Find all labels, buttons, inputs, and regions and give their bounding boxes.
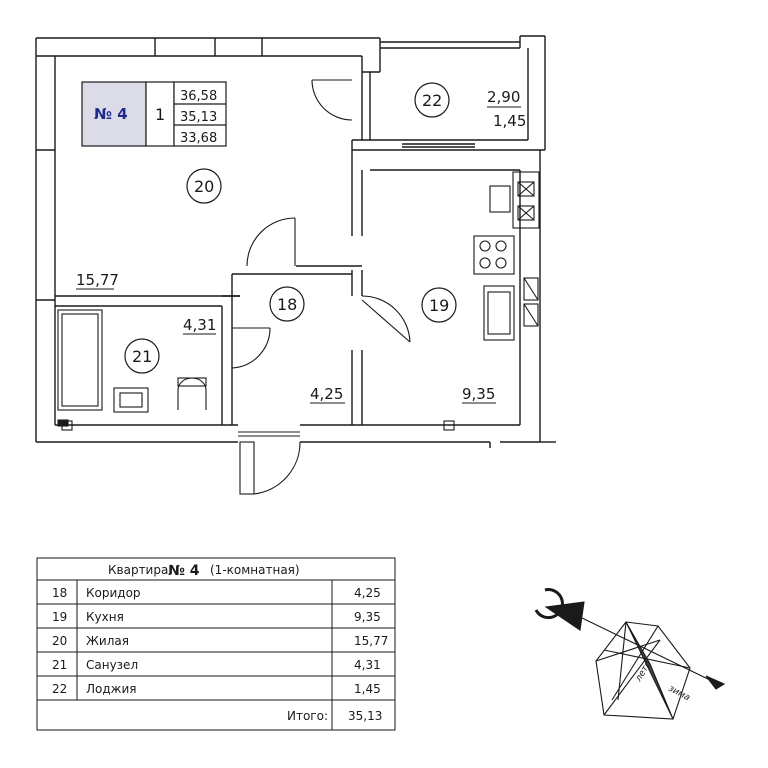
room-number-18: 18 (277, 295, 297, 314)
loggia-walls (351, 35, 546, 171)
room-area-22-total: 2,90 (487, 88, 520, 106)
apartment-badge: № 4 1 36,58 35,13 33,68 (81, 81, 227, 147)
compass-rose (534, 588, 726, 720)
room-number-20: 20 (194, 177, 214, 196)
room-area-21: 4,31 (183, 316, 216, 334)
table-cell-name: Коридор (86, 586, 141, 600)
table-cell-area: 4,25 (354, 586, 381, 600)
room-area-18: 4,25 (310, 385, 343, 403)
table-cell-area: 4,31 (354, 658, 381, 672)
table-cell-number: 19 (52, 610, 67, 624)
badge-apartment-number: № 4 (94, 105, 128, 123)
room-area-19: 9,35 (462, 385, 495, 403)
interior-walls (55, 170, 363, 425)
outer-walls (35, 37, 556, 448)
fixtures (57, 171, 540, 431)
badge-area-reduced: 35,13 (180, 110, 217, 125)
table-cell-area: 9,35 (354, 610, 381, 624)
room-labels (124, 82, 457, 374)
room-area-22-reduced: 1,45 (493, 112, 526, 130)
badge-area-living-sum: 33,68 (180, 131, 217, 146)
table-total-label: Итого: (287, 709, 328, 723)
table-rows: 18 Коридор 4,25 19 Кухня 9,35 20 Жилая 15,77 21 Са… (52, 586, 388, 696)
table-cell-number: 21 (52, 658, 67, 672)
table-cell-name: Лоджия (86, 682, 137, 696)
table-cell-number: 18 (52, 586, 67, 600)
room-number-19: 19 (429, 296, 449, 315)
room-number-21: 21 (132, 347, 152, 366)
table-header-type: (1-комнатная) (210, 563, 300, 577)
table-cell-area: 15,77 (354, 634, 388, 648)
badge-area-total: 36,58 (180, 89, 217, 104)
doors (231, 79, 411, 495)
table-total-value: 35,13 (348, 709, 382, 723)
table-cell-number: 22 (52, 682, 67, 696)
room-number-22: 22 (422, 91, 442, 110)
table-cell-name: Кухня (86, 610, 124, 624)
table-cell-name: Санузел (86, 658, 138, 672)
room-area-20: 15,77 (76, 271, 119, 289)
table-header-number: № 4 (168, 563, 200, 579)
table-cell-number: 20 (52, 634, 67, 648)
table-header-prefix: Квартира (108, 563, 168, 577)
area-table (36, 557, 396, 731)
table-cell-area: 1,45 (354, 682, 381, 696)
table-cell-name: Жилая (86, 634, 129, 648)
badge-room-count: 1 (155, 105, 165, 124)
